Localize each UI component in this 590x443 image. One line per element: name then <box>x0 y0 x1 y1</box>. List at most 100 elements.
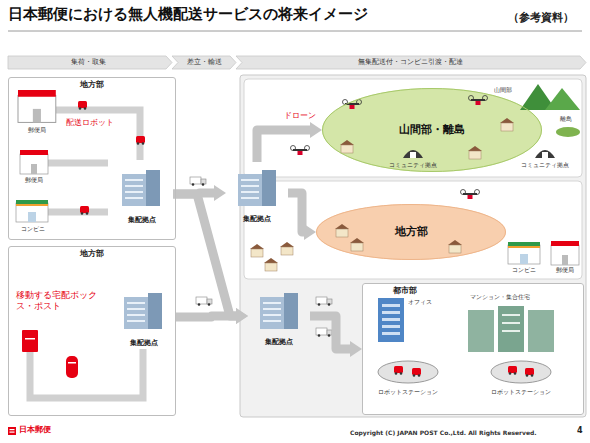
drone <box>461 190 480 200</box>
mountain-area-fill <box>322 88 542 172</box>
label-anchor: マンション・集合住宅 <box>470 293 530 301</box>
robot-station <box>378 361 438 383</box>
post-slot <box>68 362 76 364</box>
apartment-block <box>468 310 494 352</box>
label-anchor: 配送ロボット <box>66 118 114 128</box>
apartment-window <box>502 322 520 324</box>
route-arrow <box>173 194 236 316</box>
label-anchor: オフィス <box>408 298 432 306</box>
hub-caption: 集配拠点 <box>128 216 156 225</box>
house <box>264 258 278 271</box>
post-office <box>18 90 56 122</box>
label-anchor: コンビニ <box>13 225 53 233</box>
region-panel: 都市部 <box>362 283 584 415</box>
caption-text: ロボットステーション <box>488 388 554 396</box>
caption-text: マンション・集合住宅 <box>470 293 530 301</box>
drone <box>291 146 310 156</box>
caption-text: Copyright (C) JAPAN POST Co.,Ltd. All Ri… <box>350 429 537 437</box>
rural-panel <box>244 181 582 279</box>
apartment-block <box>498 306 524 352</box>
road <box>48 209 108 216</box>
caption-text: コンビニ <box>13 225 53 233</box>
mobile-parcel-box <box>22 330 38 352</box>
caption-text: ロボットステーション <box>375 388 441 396</box>
hub-building <box>124 293 162 329</box>
post-office <box>20 150 48 174</box>
city-panel-ground <box>362 283 584 415</box>
road <box>30 349 143 398</box>
rural-area-fill <box>316 204 506 260</box>
delivery-robot <box>412 368 421 377</box>
mobile-post <box>66 356 78 378</box>
mountain <box>545 88 580 110</box>
island <box>556 127 580 137</box>
logo-bar <box>10 429 15 430</box>
delivery-robot <box>394 366 403 375</box>
phase-band <box>236 56 586 69</box>
label-anchor: 移動する宅配ボックス・ポスト <box>16 290 108 313</box>
panel-heading: 都市部 <box>393 286 583 296</box>
house <box>335 224 349 237</box>
label-anchor: （参考資料） <box>508 11 574 25</box>
label-anchor: 郵便局 <box>14 176 54 184</box>
region-panel: 地方部集配拠点 <box>8 77 176 240</box>
area-name: 地方部 <box>395 225 428 239</box>
area-ellipse: 地方部 <box>316 204 506 260</box>
robot-station <box>491 361 551 383</box>
logo-bar <box>10 432 15 433</box>
label-anchor: 差立・輸送 <box>176 56 232 69</box>
panel-heading: 地方部 <box>9 80 175 90</box>
label-anchor: 無集配送付・コンビニ引渡・配達 <box>242 56 578 69</box>
logo-mark <box>8 427 16 435</box>
convenience-store <box>16 200 48 222</box>
hub-building <box>238 170 276 206</box>
label-anchor: 4 <box>577 426 583 436</box>
delivery-robot <box>78 101 87 110</box>
post-office <box>551 241 579 265</box>
apartment-window <box>502 314 520 316</box>
house <box>280 242 294 255</box>
label-anchor: 離島 <box>560 115 572 123</box>
label-anchor: 日本郵便 <box>19 425 51 435</box>
truck <box>316 328 332 337</box>
hub-caption: 集配拠点 <box>265 338 293 347</box>
hub-building <box>122 170 160 206</box>
house <box>448 240 462 253</box>
caption-text: （参考資料） <box>508 11 574 25</box>
caption-text: コミュニティ拠点 <box>520 161 570 169</box>
area-ellipse: 山間部・離島 <box>322 88 542 172</box>
label-anchor: コンビニ <box>504 266 544 274</box>
caption-text: 郵便局 <box>14 176 54 184</box>
community-base <box>403 150 423 158</box>
label-anchor: Copyright (C) JAPAN POST Co.,Ltd. All Ri… <box>350 429 537 437</box>
label-anchor: コミュニティ拠点 <box>388 161 438 169</box>
caption-text: 日本郵便 <box>19 425 51 435</box>
title-anchor: 日本郵便における無人機配送サービスの将来イメージ <box>8 5 368 24</box>
phase-band <box>172 56 236 69</box>
label-anchor: ロボットステーション <box>488 388 554 396</box>
truck <box>196 297 212 306</box>
label-anchor: 山間部 <box>494 86 512 94</box>
hub-node: 集配拠点 <box>226 162 288 224</box>
label-anchor: 集荷・取集 <box>8 56 168 69</box>
caption-text: 集荷・取集 <box>8 56 168 69</box>
convenience-store <box>508 242 540 264</box>
page-title: 日本郵便における無人機配送サービスの将来イメージ <box>8 5 368 24</box>
caption-text: 郵便局 <box>17 126 57 134</box>
truck <box>316 297 332 306</box>
delivery-robot <box>136 136 145 145</box>
office-building <box>378 298 404 342</box>
route-arrow <box>175 316 236 317</box>
hub-node: 集配拠点 <box>113 286 175 348</box>
route-arrow <box>257 130 310 162</box>
road <box>48 160 108 167</box>
route-arrow <box>288 193 304 232</box>
drone <box>469 96 488 106</box>
truck <box>190 177 206 186</box>
office-window <box>382 325 400 328</box>
house <box>500 118 514 131</box>
caption-text: 移動する宅配ボックス・ポスト <box>16 290 108 313</box>
caption-text: コンビニ <box>504 266 544 274</box>
